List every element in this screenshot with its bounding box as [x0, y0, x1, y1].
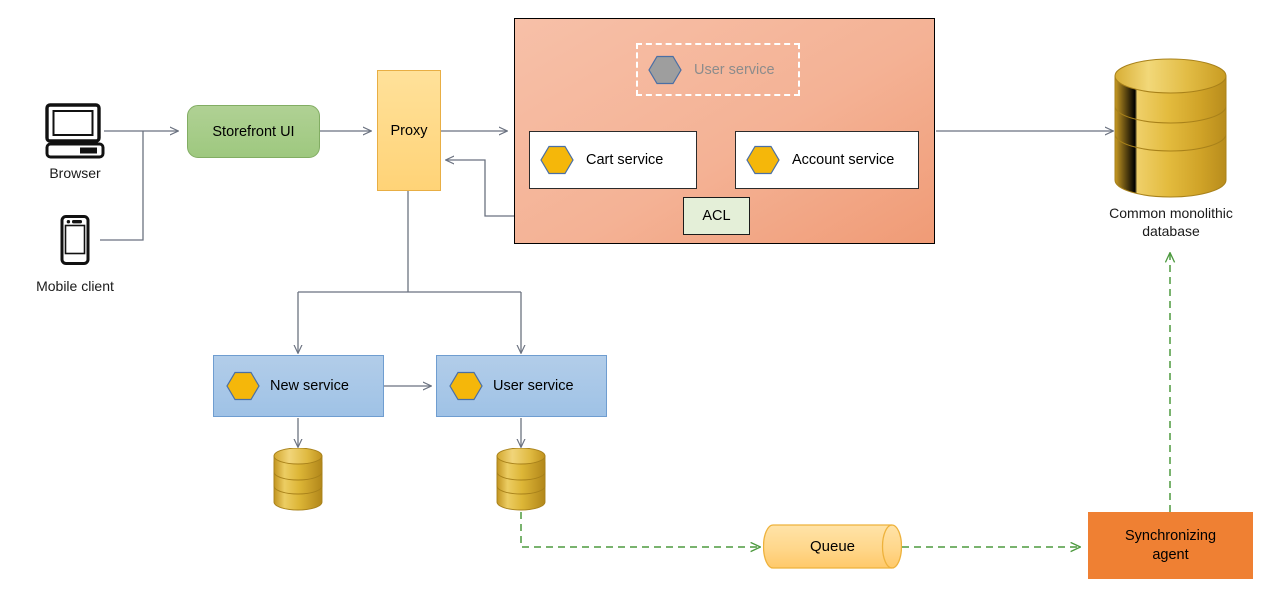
hexagon-icon — [540, 145, 574, 175]
synchronizing-agent-box[interactable]: Synchronizing agent — [1088, 512, 1253, 579]
microservice-user-service-label: User service — [493, 378, 574, 394]
monolith-service-cart[interactable]: Cart service — [529, 131, 697, 189]
microservice-new-service[interactable]: New service — [213, 355, 384, 417]
acl-label: ACL — [702, 208, 731, 224]
acl-box[interactable]: ACL — [683, 197, 750, 235]
microservice-user-service[interactable]: User service — [436, 355, 607, 417]
mobile-client-label: Mobile client — [36, 278, 114, 294]
database-cylinder-icon — [496, 447, 546, 511]
queue-cylinder-icon — [762, 524, 903, 569]
common-monolithic-database[interactable] — [1113, 58, 1228, 198]
proxy-box[interactable]: Proxy — [377, 70, 441, 191]
storefront-ui-label: Storefront UI — [212, 123, 295, 140]
synchronizing-agent-label-line2: agent — [1152, 546, 1189, 563]
queue-label: Queue — [809, 538, 856, 555]
new-service-database[interactable] — [272, 447, 324, 512]
mobile-client[interactable] — [60, 215, 90, 265]
synchronizing-agent-label-line1: Synchronizing — [1124, 527, 1217, 544]
browser-caption: Browser — [10, 165, 140, 183]
common-db-caption-line1: Common monolithic — [1109, 205, 1233, 221]
monolith-service-cart-label: Cart service — [586, 152, 664, 168]
database-cylinder-icon — [1114, 58, 1227, 198]
storefront-ui-box[interactable]: Storefront UI — [187, 105, 320, 158]
monolith-service-user-deprecated-label: User service — [694, 61, 775, 78]
mobile-client-caption: Mobile client — [8, 278, 142, 296]
monolith-service-account-label: Account service — [792, 152, 895, 168]
monolith-service-user-deprecated[interactable]: User service — [636, 43, 800, 96]
hexagon-icon — [648, 55, 682, 84]
browser-label: Browser — [49, 165, 101, 181]
hexagon-icon — [746, 145, 780, 175]
database-cylinder-icon — [273, 447, 323, 511]
hexagon-icon — [449, 371, 483, 401]
queue-node[interactable]: Queue — [762, 524, 903, 569]
user-service-database[interactable] — [495, 447, 547, 512]
microservice-new-service-label: New service — [270, 378, 349, 394]
monolith-service-account[interactable]: Account service — [735, 131, 919, 189]
mobile-phone-icon — [60, 215, 90, 265]
queue-label-wrap: Queue — [763, 524, 902, 569]
common-db-caption-line2: database — [1142, 222, 1200, 239]
browser-client[interactable] — [44, 103, 106, 159]
hexagon-icon — [226, 371, 260, 401]
common-monolithic-database-caption: Common monolithic database — [1080, 205, 1262, 240]
proxy-label: Proxy — [390, 122, 428, 139]
desktop-computer-icon — [45, 103, 105, 159]
